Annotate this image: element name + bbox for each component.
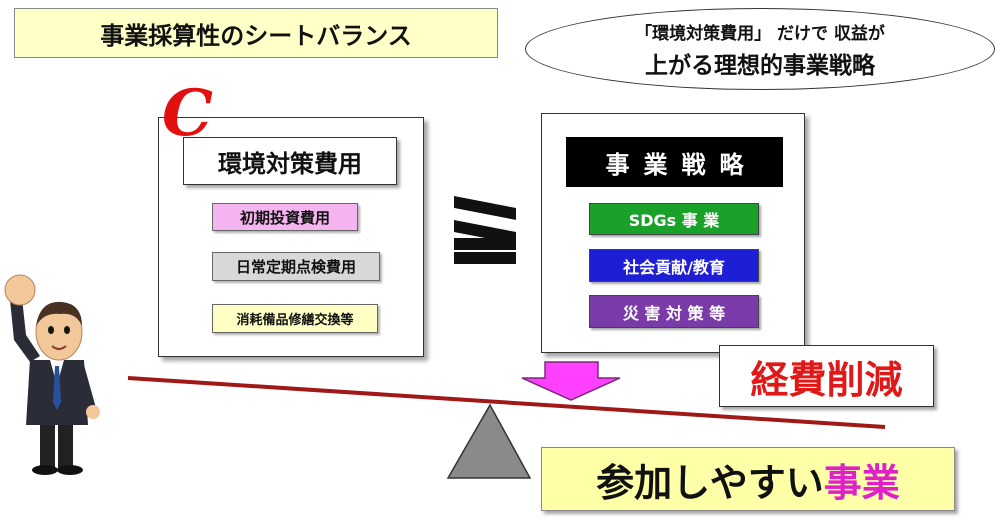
cost-title: 環境対策費用 [183, 137, 397, 185]
cost-item-initial: 初期投資費用 [212, 203, 358, 231]
strategy-item-sdgs: SDGs 事 業 [589, 203, 759, 235]
cost-item-consumables: 消耗備品修繕交換等 [212, 304, 378, 333]
easy-business-banner: 参加しやすい事業 [541, 447, 955, 511]
cost-reduction-label: 経費削減 [719, 345, 934, 407]
less-equal-icon [454, 196, 516, 264]
strategy-item-social: 社会貢献/教育 [589, 249, 759, 282]
fulcrum-triangle [446, 403, 532, 479]
strategy-title: 事業戦略 [566, 137, 783, 187]
cost-marker: C [162, 76, 213, 151]
businessman-icon [4, 274, 100, 475]
tagline-oval: 「環境対策費用」 だけで 収益が 上がる理想的事業戦略 [525, 8, 995, 90]
cost-item-inspection: 日常定期点検費用 [212, 252, 380, 281]
seesaw-beam [127, 376, 886, 429]
tagline-line2: 上がる理想的事業戦略 [645, 52, 875, 79]
easy-business-prefix: 参加しやすい [596, 460, 824, 505]
tagline-line1: 「環境対策費用」 だけで 収益が [635, 23, 885, 44]
down-arrow-icon [521, 361, 621, 401]
strategy-item-disaster: 災 害 対 策 等 [589, 295, 759, 328]
page-title: 事業採算性のシートバランス [14, 8, 498, 58]
easy-business-highlight: 事業 [823, 460, 900, 505]
